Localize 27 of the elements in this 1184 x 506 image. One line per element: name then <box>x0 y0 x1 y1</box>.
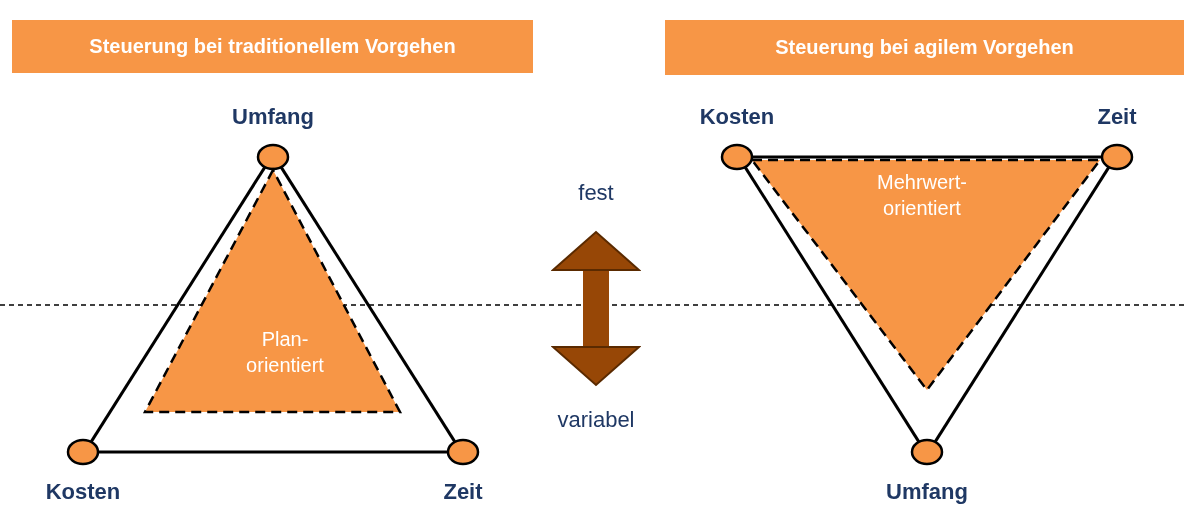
triangle-side <box>933 166 1111 443</box>
corner-circle <box>910 438 944 466</box>
corner-circle <box>720 143 754 171</box>
corner-circle <box>66 438 100 466</box>
triangle-side <box>752 155 1102 159</box>
title-text: Steuerung bei traditionellem Vorgehen <box>89 35 456 58</box>
corner-label: Kosten <box>45 479 121 504</box>
corner-label: Zeit <box>443 479 483 504</box>
triangle-side <box>98 450 448 454</box>
corner-circle <box>446 438 480 466</box>
triangle-side <box>89 166 267 443</box>
title-banner <box>12 20 533 73</box>
title-banner <box>665 20 1184 75</box>
triangle-side <box>279 166 457 443</box>
triangle-side <box>743 166 921 443</box>
corner-label: Zeit <box>1097 104 1137 129</box>
triangle-text: Plan- orientiert <box>245 327 325 378</box>
corner-label: Kosten <box>699 104 775 129</box>
scale-label: fest <box>578 180 614 206</box>
title-text: Steuerung bei agilem Vorgehen <box>775 36 1074 59</box>
corner-circle <box>256 143 290 171</box>
double-arrow <box>552 231 640 386</box>
corner-circle <box>1100 143 1134 171</box>
corner-label: Umfang <box>232 104 314 129</box>
triangle-text: Mehrwert- orientiert <box>876 170 968 221</box>
corner-label: Umfang <box>886 479 968 504</box>
scale-label: variabel <box>557 407 635 433</box>
